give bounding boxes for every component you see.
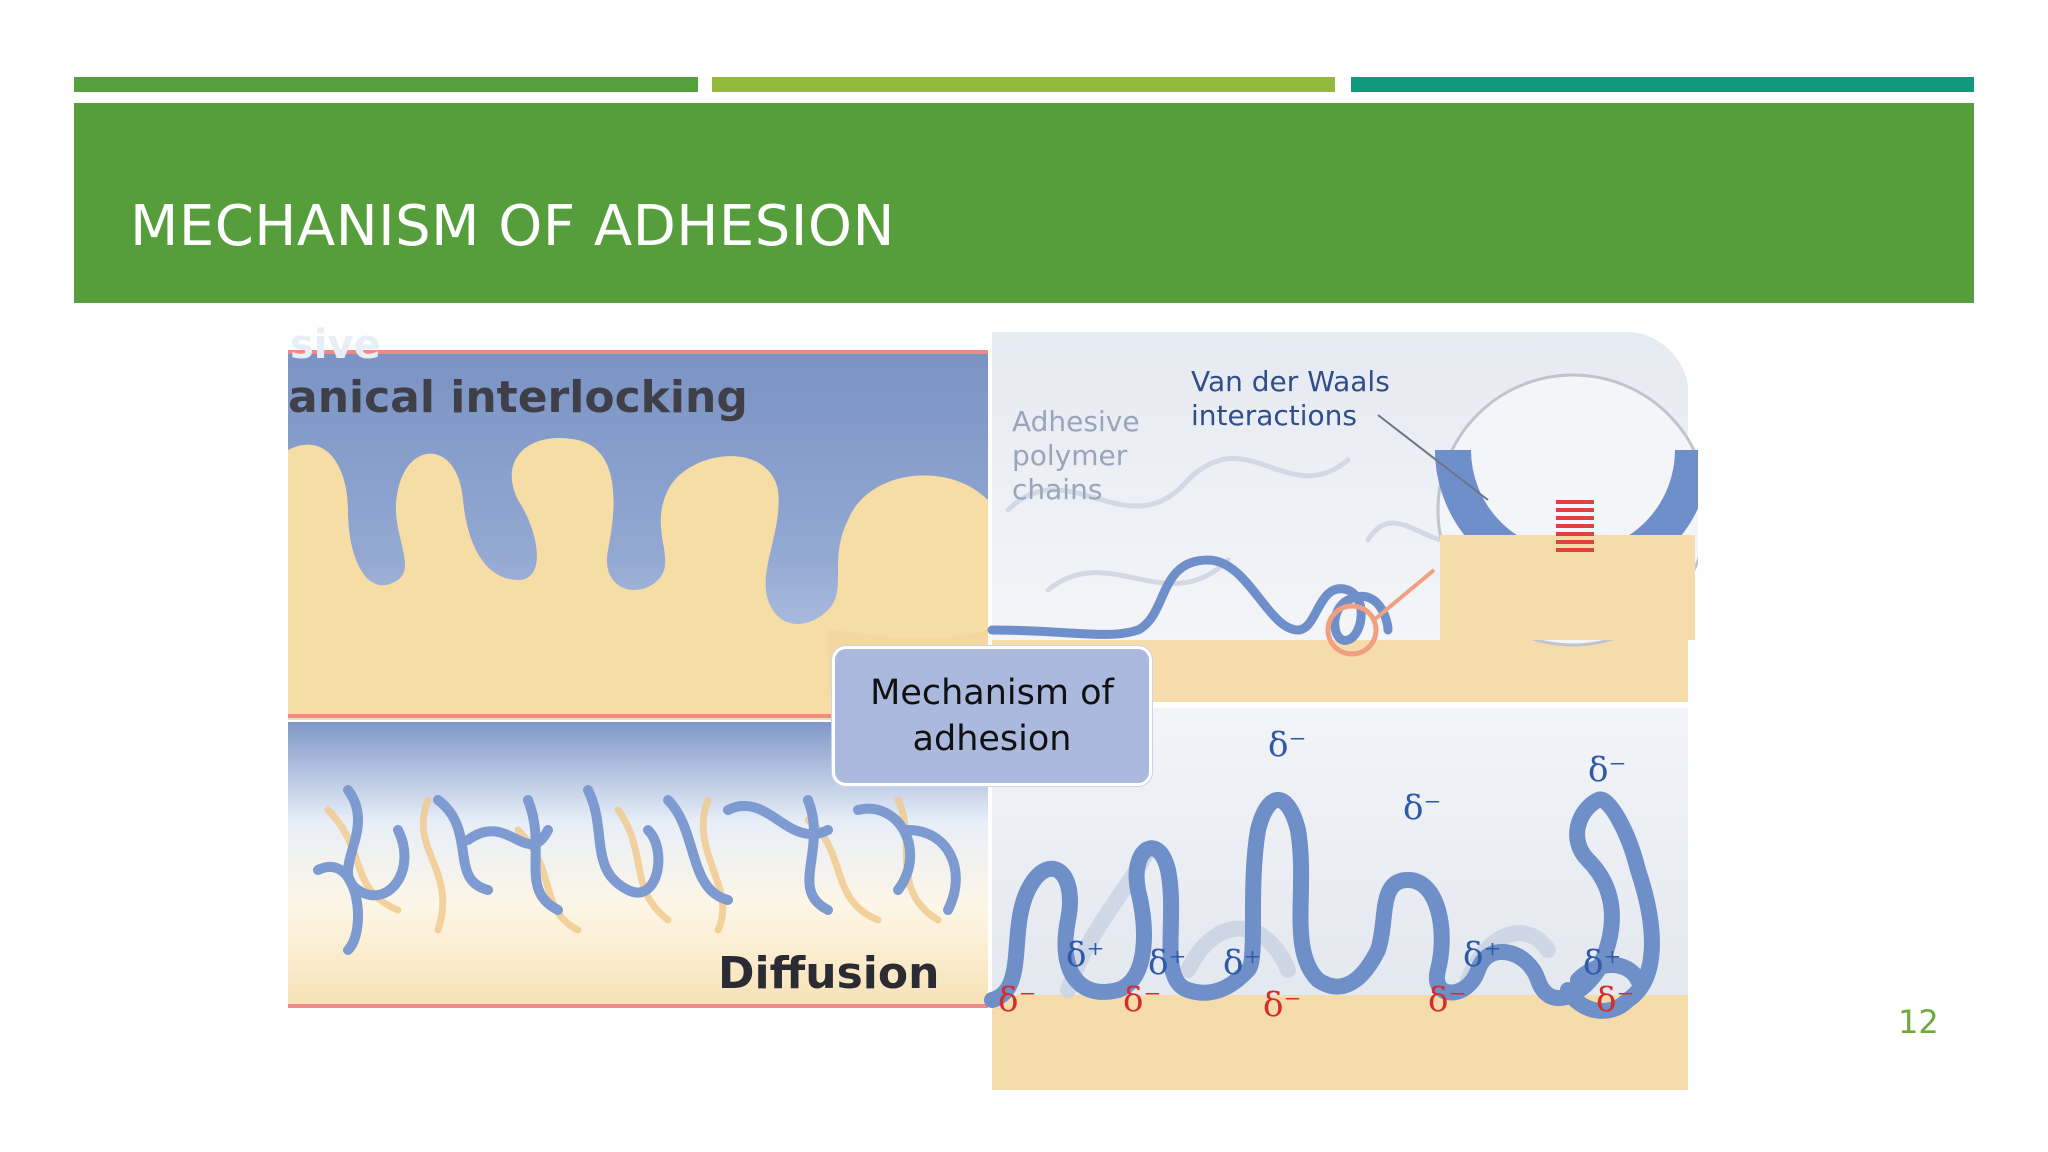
delta-plus-label: δ⁺ (1223, 943, 1262, 983)
delta-plus-label: δ⁺ (1583, 943, 1622, 983)
delta-plus-label: δ⁺ (1066, 935, 1105, 975)
delta-minus-label: δ⁻ (1123, 980, 1162, 1020)
delta-plus-label: δ⁺ (1463, 935, 1502, 975)
accent-bar-lime (712, 77, 1335, 92)
adhesion-figure: anical interlocking sive Diffusion Van d… (288, 322, 1698, 1090)
polymer-label-line1: Adhesive (1012, 405, 1140, 438)
title-banner: MECHANISM OF ADHESION (74, 103, 1974, 303)
polymer-label-line3: chains (1012, 473, 1103, 506)
delta-minus-label: δ⁻ (1428, 980, 1467, 1020)
mechanical-interlocking-panel (288, 350, 988, 720)
van-der-waals-label: Van der Waals interactions (1191, 365, 1390, 433)
slide-number: 12 (1898, 1003, 1939, 1041)
delta-minus-label: δ⁻ (1403, 788, 1442, 828)
accent-bar-teal (1351, 77, 1974, 92)
adhesive-polymer-label: Adhesive polymer chains (1012, 405, 1140, 507)
adhesive-fragment-label: sive (290, 322, 381, 368)
adhesion-illustration (288, 332, 1698, 1090)
vdw-label-line2: interactions (1191, 399, 1358, 432)
slide-title: MECHANISM OF ADHESION (130, 194, 895, 259)
delta-minus-label: δ⁻ (998, 980, 1037, 1020)
delta-plus-label: δ⁺ (1148, 943, 1187, 983)
mechanism-center-box: Mechanism of adhesion (832, 646, 1152, 786)
polymer-label-line2: polymer (1012, 439, 1128, 472)
delta-minus-label: δ⁻ (1263, 985, 1302, 1025)
delta-minus-label: δ⁻ (1268, 725, 1307, 765)
mechanism-center-label: Mechanism of adhesion (870, 673, 1114, 759)
mechanical-interlocking-label: anical interlocking (288, 372, 748, 423)
delta-minus-label: δ⁻ (1596, 980, 1635, 1020)
electrostatic-panel (984, 708, 1688, 1090)
accent-bar-green (74, 77, 698, 92)
delta-minus-label: δ⁻ (1588, 750, 1627, 790)
vdw-label-line1: Van der Waals (1191, 365, 1390, 398)
diffusion-label: Diffusion (718, 948, 940, 999)
